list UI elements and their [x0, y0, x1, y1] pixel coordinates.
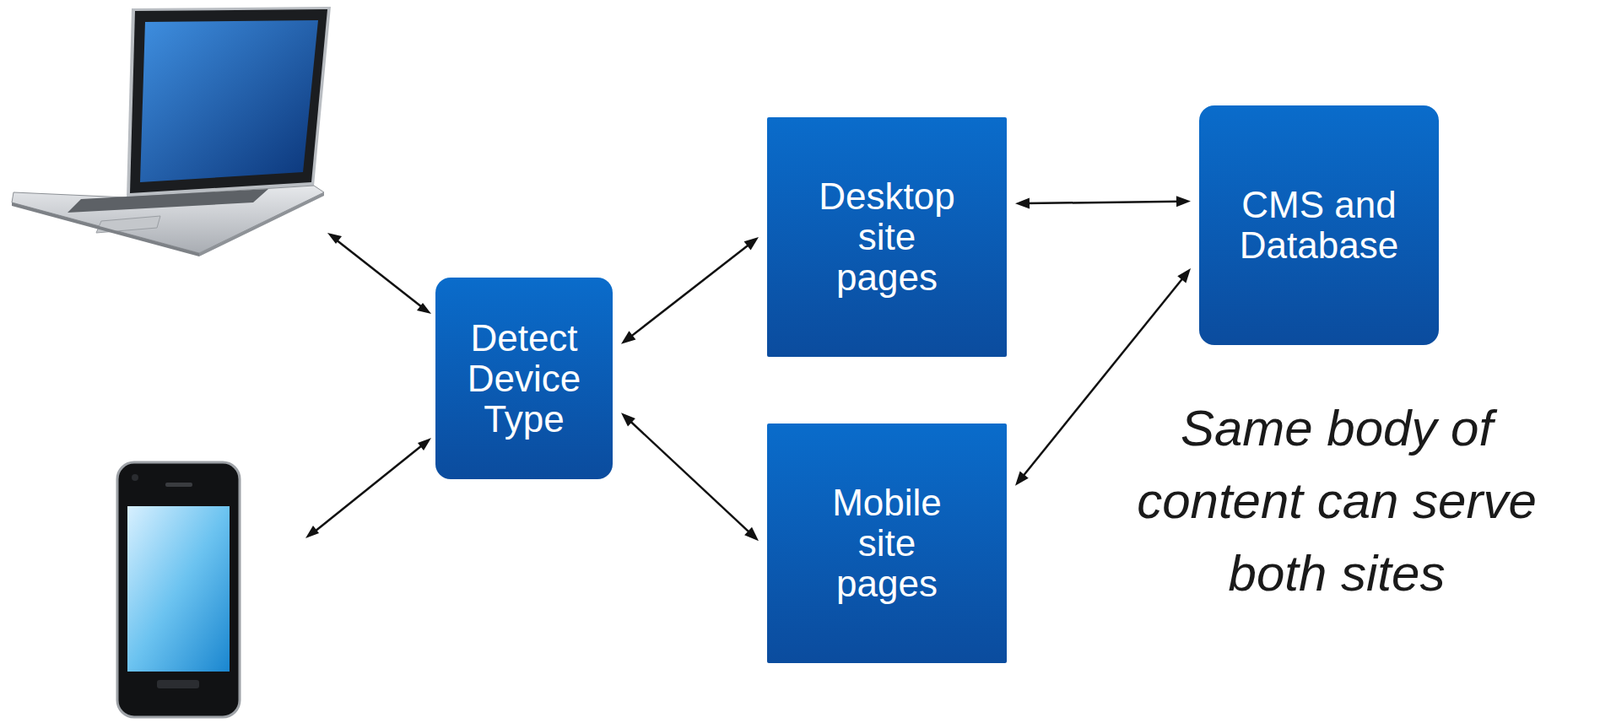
arrow-head	[1176, 195, 1191, 207]
box-label: Desktop site pages	[802, 176, 972, 298]
storage-box: CMS and Database	[1199, 105, 1439, 346]
connector-line	[1021, 276, 1184, 477]
arrow-head	[1015, 198, 1030, 210]
connector-arrow	[1015, 268, 1191, 487]
note-text: Same body of content can serve both site…	[1100, 392, 1573, 611]
connector-arrow	[621, 237, 759, 345]
connector-line	[629, 243, 750, 338]
page-box: Desktop site pages	[767, 117, 1007, 357]
arrow-head	[621, 330, 636, 345]
device-arrows	[305, 232, 432, 539]
arrow-head	[1015, 471, 1029, 487]
arrow-head	[621, 412, 636, 427]
box-label: Detect Device Type	[448, 318, 600, 440]
connector-arrow	[1015, 195, 1191, 209]
connector-line	[1026, 201, 1180, 204]
phone-illustration	[117, 462, 240, 718]
arrow-head	[744, 237, 759, 251]
box-label: CMS and Database	[1234, 184, 1404, 266]
box-label: Mobile site pages	[802, 482, 972, 605]
arrow-head	[1177, 268, 1191, 283]
page-box: Mobile site pages	[767, 423, 1007, 664]
laptop-illustration	[11, 6, 331, 257]
decision-process-box: Detect Device Type	[435, 277, 613, 480]
arrow-head	[744, 527, 759, 541]
connector-line	[629, 420, 752, 534]
connector-arrow	[621, 412, 759, 541]
